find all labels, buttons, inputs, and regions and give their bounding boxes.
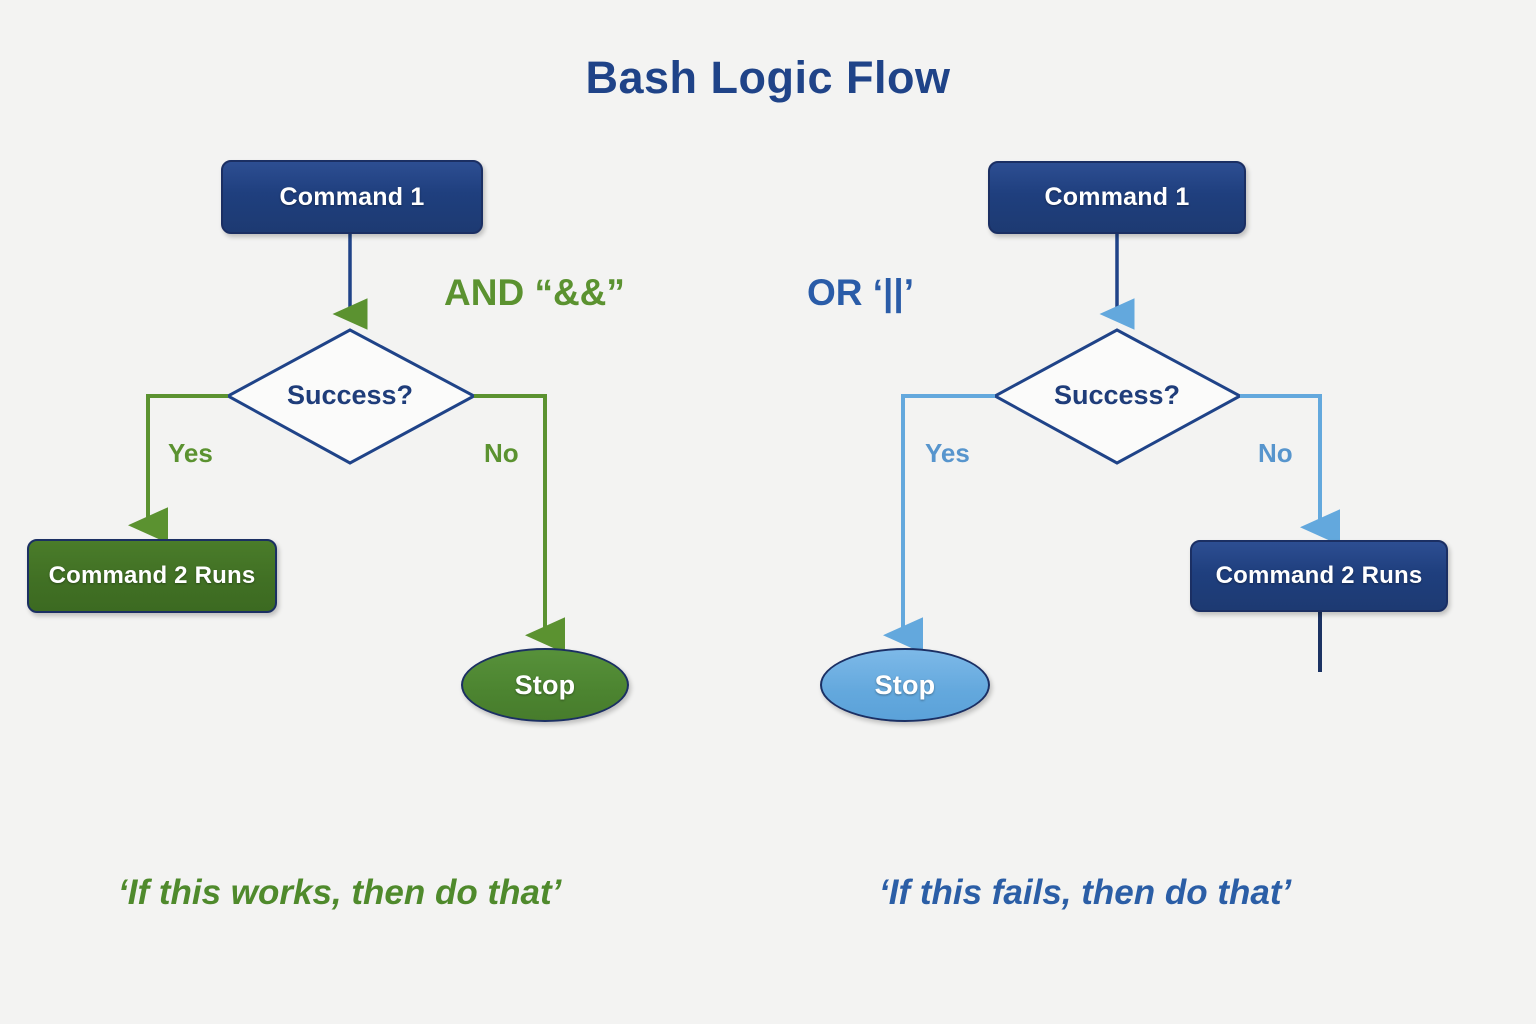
page-title: Bash Logic Flow <box>585 52 951 103</box>
branch-label-right-no: No <box>1258 438 1293 468</box>
node-left-command-1[interactable]: Command 1 <box>221 160 483 234</box>
caption-and-flow: ‘If this works, then do that’ <box>118 873 562 912</box>
node-left-command-1-label: Command 1 <box>279 182 425 211</box>
node-right-command-1[interactable]: Command 1 <box>988 161 1246 234</box>
node-right-command-2-runs-label: Command 2 Runs <box>1215 562 1423 589</box>
caption-or-flow: ‘If this fails, then do that’ <box>879 873 1292 912</box>
node-left-command-2-runs[interactable]: Command 2 Runs <box>27 539 277 613</box>
branch-label-left-yes: Yes <box>168 438 213 468</box>
operator-label-and: AND “&&” <box>444 272 625 313</box>
node-right-command-2-runs[interactable]: Command 2 Runs <box>1190 540 1448 612</box>
edge-left-no <box>474 394 565 654</box>
operator-label-or: OR ‘||’ <box>807 272 915 313</box>
node-left-success-label: Success? <box>286 380 414 410</box>
node-right-command-1-label: Command 1 <box>1044 183 1190 211</box>
edge-right-yes <box>883 394 995 654</box>
node-left-command-2-runs-label: Command 2 Runs <box>48 562 256 589</box>
branch-label-right-yes: Yes <box>925 438 970 468</box>
node-left-stop[interactable]: Stop <box>461 648 629 722</box>
node-right-success-label: Success? <box>1053 380 1181 410</box>
node-right-stop[interactable]: Stop <box>820 648 990 722</box>
branch-label-left-no: No <box>484 438 519 468</box>
node-left-stop-label: Stop <box>514 669 576 700</box>
node-right-stop-label: Stop <box>874 669 936 700</box>
